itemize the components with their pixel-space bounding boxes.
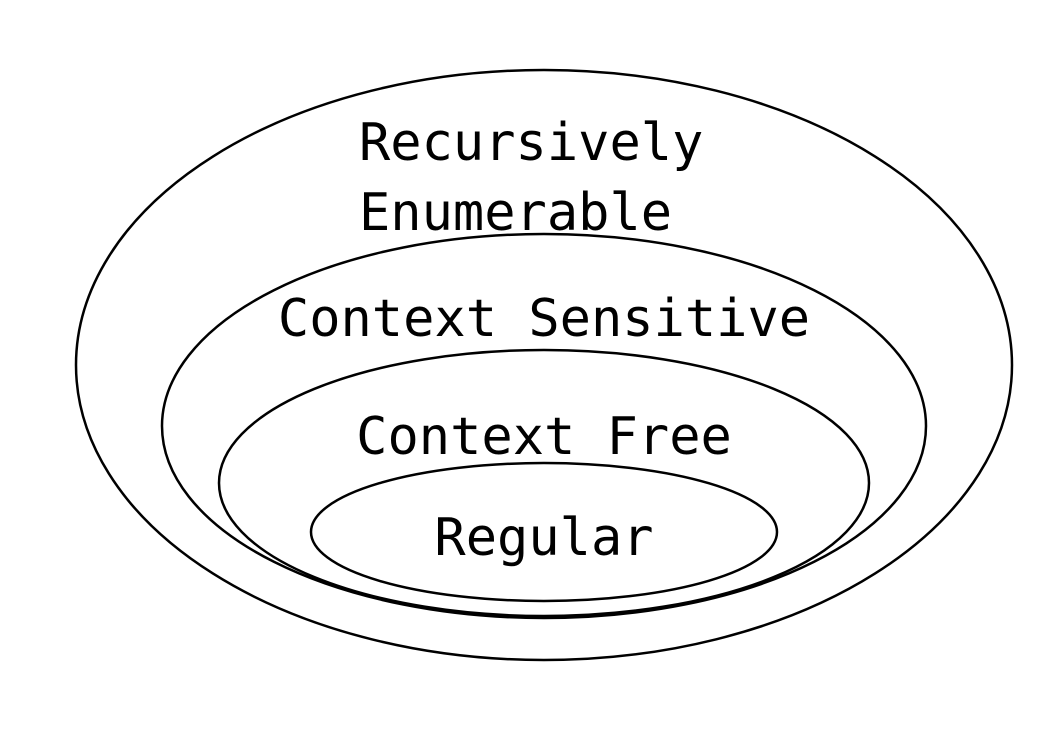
regular-ellipse [309,461,779,603]
context-free-ellipse [217,348,871,618]
recursively-enumerable-ellipse [74,68,1014,662]
regular-label: Regular [434,508,653,568]
context-free-label: Context Free [356,407,732,467]
recursively-enumerable-label-line1: Recursively [359,113,703,173]
context-sensitive-ellipse [160,232,928,620]
recursively-enumerable-label-line2: Enumerable [359,183,672,243]
context-sensitive-label: Context Sensitive [278,289,810,349]
